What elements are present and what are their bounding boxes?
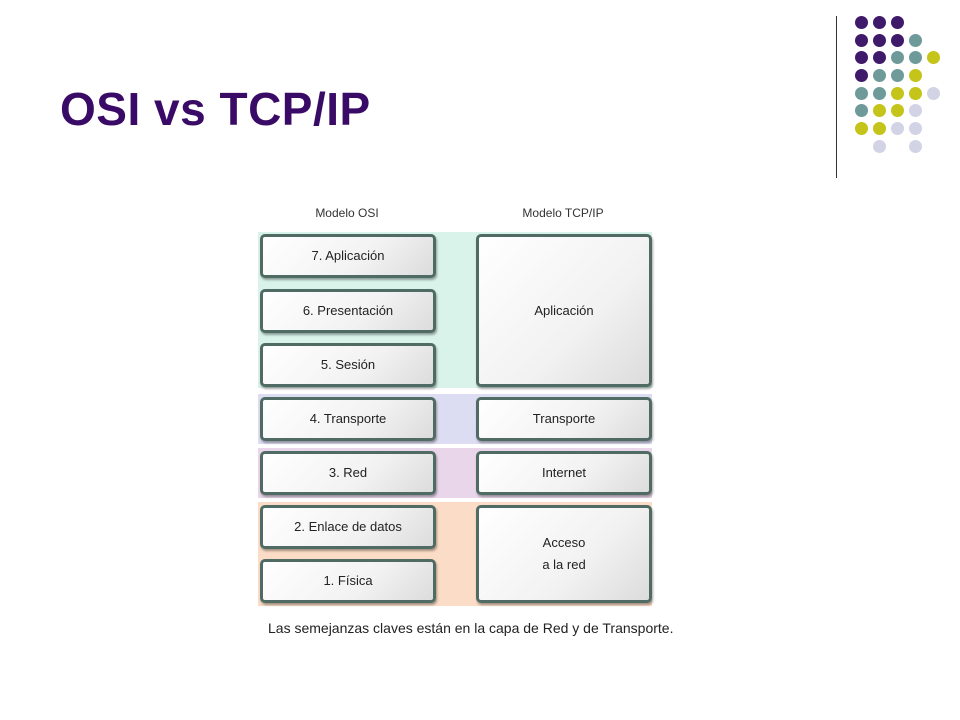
osi-layer-2: 2. Enlace de datos: [260, 505, 436, 549]
slide-title: OSI vs TCP/IP: [60, 83, 371, 135]
osi-column-header: Modelo OSI: [315, 206, 379, 220]
tcpip-layer-label: Internet: [541, 465, 587, 480]
diagram-caption: Las semejanzas claves están en la capa d…: [268, 620, 674, 636]
tcpip-layer-label: Acceso a la red: [542, 535, 586, 572]
osi-layer-5: 5. Sesión: [260, 343, 436, 387]
osi-layer-label: 3. Red: [328, 465, 368, 480]
osi-layer-label: 1. Física: [323, 573, 373, 588]
vertical-divider: [836, 16, 837, 178]
osi-layer-label: 6. Presentación: [302, 303, 394, 318]
osi-layer-1: 1. Física: [260, 559, 436, 603]
tcpip-layer-label: Transporte: [532, 411, 596, 426]
tcpip-layer-network-access: Acceso a la red: [476, 505, 652, 603]
tcpip-layer-internet: Internet: [476, 451, 652, 495]
tcpip-layer-label: Aplicación: [534, 302, 594, 318]
osi-layer-label: 2. Enlace de datos: [294, 519, 402, 534]
osi-layer-4: 4. Transporte: [260, 397, 436, 441]
tcpip-layer-transport: Transporte: [476, 397, 652, 441]
osi-layer-7: 7. Aplicación: [260, 234, 436, 278]
osi-layer-label: 4. Transporte: [309, 411, 387, 426]
osi-layer-6: 6. Presentación: [260, 289, 436, 333]
tcpip-column-header: Modelo TCP/IP: [522, 206, 604, 220]
osi-layer-label: 5. Sesión: [320, 357, 376, 372]
tcpip-layer-application: Aplicación: [476, 234, 652, 387]
osi-layer-label: 7. Aplicación: [311, 248, 385, 263]
osi-layer-3: 3. Red: [260, 451, 436, 495]
